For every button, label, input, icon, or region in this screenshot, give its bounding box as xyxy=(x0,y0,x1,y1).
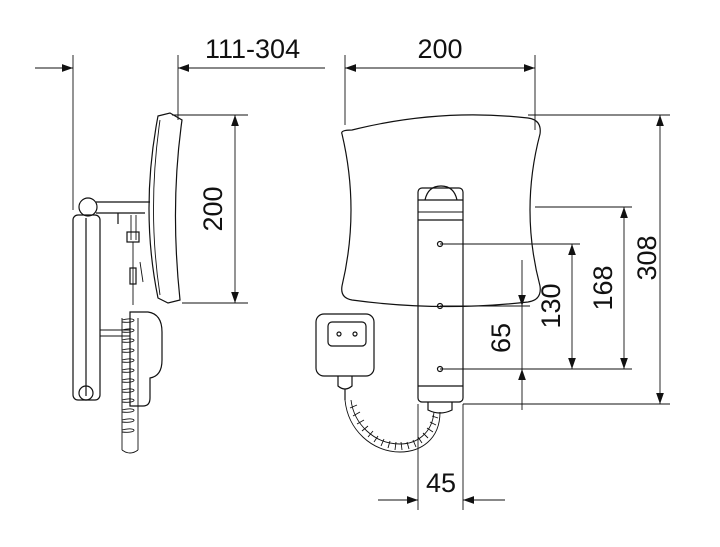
dimension-label-front-width: 200 xyxy=(417,34,462,64)
dimension-label-hole-65: 65 xyxy=(486,323,516,353)
wall-bracket-front xyxy=(417,185,464,414)
side-view: 111-304 200 xyxy=(35,34,325,454)
dimension-label-side-height: 200 xyxy=(198,186,228,231)
coiled-cable-front xyxy=(344,399,441,453)
transformer-side xyxy=(129,311,163,407)
dimension-label-bracket-width: 45 xyxy=(426,468,456,498)
dimension-label-front-height: 308 xyxy=(632,235,662,280)
dimension-label-side-depth: 111-304 xyxy=(205,34,300,64)
dimension-front-width: 200 xyxy=(344,34,536,130)
dimension-bracket-width: 45 xyxy=(378,404,505,510)
dimension-side-height: 200 xyxy=(172,114,248,304)
dimension-front-height: 308 xyxy=(632,115,664,404)
dimension-label-hole-130: 130 xyxy=(536,283,566,328)
mirror-side xyxy=(148,112,183,304)
plug-adapter xyxy=(315,313,375,400)
dimension-hole-130: 130 xyxy=(536,244,576,369)
coiled-cable-side xyxy=(121,318,139,454)
dimension-label-hole-168: 168 xyxy=(588,265,618,310)
mirror-front xyxy=(341,114,541,308)
dimension-hole-168: 168 xyxy=(588,207,628,369)
dimension-side-depth: 111-304 xyxy=(35,34,325,210)
pivot-joint xyxy=(78,197,98,217)
front-view: 200 xyxy=(315,34,670,510)
dimension-hole-65: 65 xyxy=(486,260,526,410)
